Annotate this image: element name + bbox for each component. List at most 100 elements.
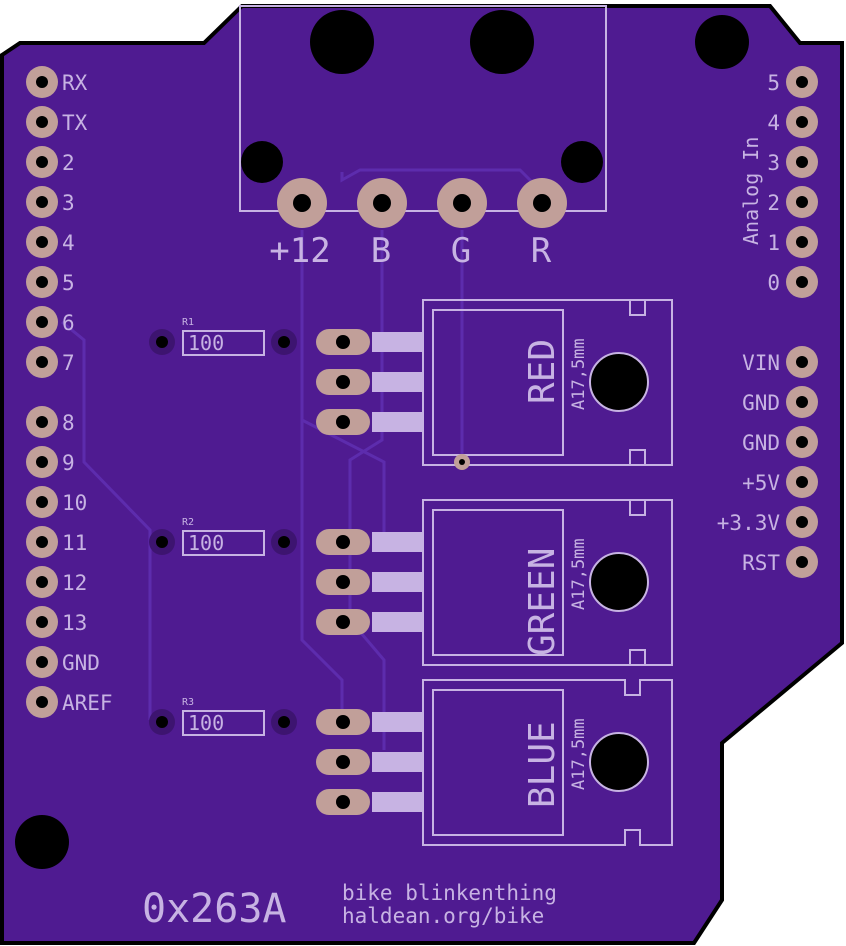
header-pin: 1: [767, 226, 818, 258]
header-pin-label: GND: [742, 391, 780, 415]
header-pin-label: 1: [767, 231, 780, 255]
mounting-hole-bottom-left: [15, 815, 69, 869]
header-pin-label: 7: [62, 351, 75, 375]
header-pin: GND: [742, 386, 818, 418]
mounting-hole-top-left: [310, 10, 374, 74]
mounting-hole-top-right: [695, 15, 749, 69]
header-pin-label: 4: [767, 111, 780, 135]
header-pin: TX: [26, 106, 88, 138]
transistor-tab-hole: [589, 552, 649, 612]
resistor: R3 100: [149, 697, 297, 736]
header-pin-label: 5: [767, 71, 780, 95]
power-connector: +12 B G R: [239, 5, 607, 271]
header-pin: 2: [767, 186, 818, 218]
transistor-label: BLUE: [522, 721, 563, 808]
header-pin-label: RST: [742, 551, 780, 575]
resistor-ref: R1: [182, 317, 194, 328]
analog-header: Analog In 5 4 3 2 1 0: [739, 66, 818, 298]
connector-pin-label: B: [371, 231, 391, 271]
header-pin: 5: [767, 66, 818, 98]
board-name: bike blinkenthing: [342, 881, 557, 905]
connector-pin: [437, 178, 487, 228]
header-pin: 7: [26, 346, 75, 378]
resistor-value: 100: [188, 331, 224, 355]
header-pin: 4: [26, 226, 75, 258]
header-pin-label: 3: [767, 151, 780, 175]
connector-hole-right: [561, 141, 603, 183]
header-pin: 5: [26, 266, 75, 298]
transistor-label: GREEN: [522, 548, 563, 656]
transistor-tab-hole: [589, 732, 649, 792]
resistor-ref: R2: [182, 517, 194, 528]
header-pin-label: 4: [62, 231, 75, 255]
transistor-blue: BLUE A17,5mm: [316, 679, 673, 846]
header-pin: 3: [26, 186, 75, 218]
transistor-label: RED: [522, 339, 563, 404]
power-header: VIN GND GND +5V +3.3V RST: [717, 346, 818, 578]
connector-pin-label: R: [531, 231, 552, 271]
transistor-green: GREEN A17,5mm: [316, 499, 673, 666]
analog-header-title: Analog In: [739, 137, 763, 245]
header-pin-label: 6: [62, 311, 75, 335]
header-pin: 6: [26, 306, 75, 338]
connector-outline: [239, 5, 607, 212]
header-pin: 9: [26, 446, 75, 478]
board-substrate: [0, 3, 844, 945]
mounting-hole-top-center: [470, 10, 534, 74]
header-pin: VIN: [742, 346, 818, 378]
transistor-tab-hole: [589, 352, 649, 412]
header-pin-label: 3: [62, 191, 75, 215]
header-pin-label: 0: [767, 271, 780, 295]
header-pin: 11: [26, 526, 87, 558]
header-pin: 8: [26, 406, 75, 438]
header-pin-label: 2: [62, 151, 75, 175]
header-pin-label: 9: [62, 451, 75, 475]
left-header: RX TX 2 3 4 5 6 7 8 9 10 11 12 13 GND AR…: [26, 66, 113, 718]
connector-pin: [357, 178, 407, 228]
header-pin: GND: [26, 646, 100, 678]
connector-pin-label: +12: [269, 231, 330, 271]
transistor-package: A17,5mm: [569, 538, 589, 610]
header-pin: AREF: [26, 686, 113, 718]
transistor-red: RED A17,5mm: [316, 299, 673, 466]
header-pin-label: 12: [62, 571, 87, 595]
header-pin: 13: [26, 606, 87, 638]
header-pin-label: 13: [62, 611, 87, 635]
transistor-package: A17,5mm: [569, 338, 589, 410]
header-pin-label: 11: [62, 531, 87, 555]
connector-pin-label: G: [451, 231, 471, 271]
header-pin-label: VIN: [742, 351, 780, 375]
header-pin-label: 5: [62, 271, 75, 295]
board-url: haldean.org/bike: [342, 904, 544, 928]
resistor-value: 100: [188, 711, 224, 735]
header-pin-label: GND: [742, 431, 780, 455]
header-pin-label: AREF: [62, 691, 113, 715]
header-pin-label: GND: [62, 651, 100, 675]
header-pin: RX: [26, 66, 88, 98]
resistor: R1 100: [149, 317, 297, 356]
transistor-package: A17,5mm: [569, 718, 589, 790]
header-pin-label: RX: [62, 71, 88, 95]
connector-pin: [517, 178, 567, 228]
resistor: R2 100: [149, 517, 297, 556]
footer: 0x263A bike blinkenthing haldean.org/bik…: [142, 881, 557, 932]
header-pin: RST: [742, 546, 818, 578]
header-pin-label: +3.3V: [717, 511, 781, 535]
header-pin: 0: [767, 266, 818, 298]
header-pin: 2: [26, 146, 75, 178]
header-pin: GND: [742, 426, 818, 458]
header-pin: 12: [26, 566, 87, 598]
resistor-value: 100: [188, 531, 224, 555]
header-pin-label: 8: [62, 411, 75, 435]
header-pin: 10: [26, 486, 87, 518]
resistor-ref: R3: [182, 697, 194, 708]
header-pin-label: 10: [62, 491, 87, 515]
header-pin: 3: [767, 146, 818, 178]
header-pin-label: TX: [62, 111, 88, 135]
header-pin: 4: [767, 106, 818, 138]
header-pin-label: 2: [767, 191, 780, 215]
connector-pin: [277, 178, 327, 228]
header-pin: +5V: [742, 466, 818, 498]
header-pin-label: +5V: [742, 471, 780, 495]
